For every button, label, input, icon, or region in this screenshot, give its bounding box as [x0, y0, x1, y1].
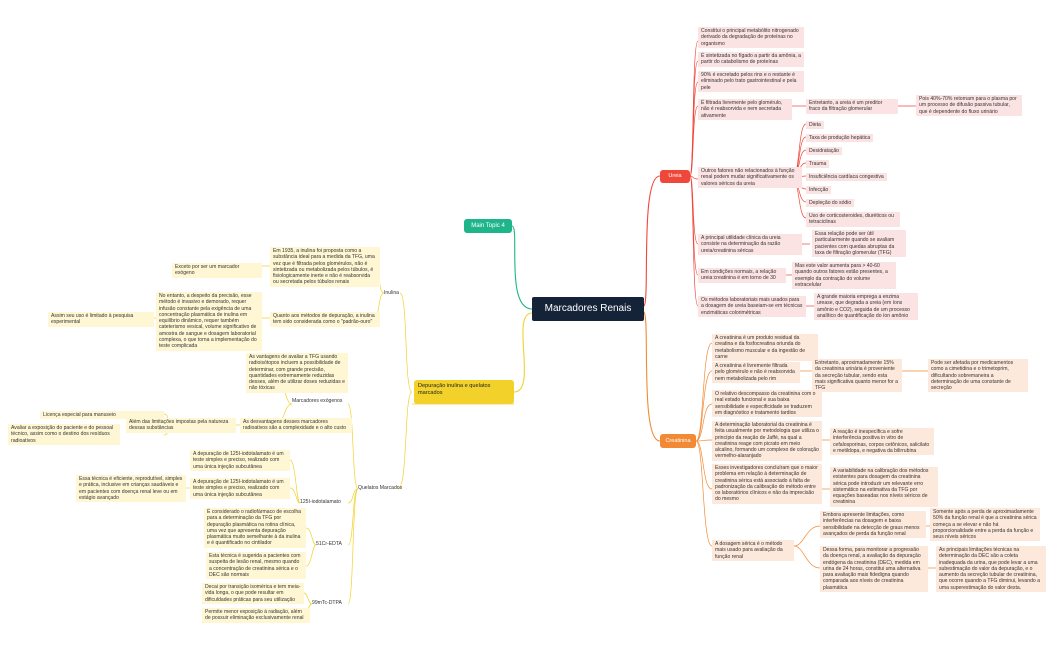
- ureia-item-excretado[interactable]: 90% é excretado pelos rins e o restante …: [698, 71, 804, 92]
- ureia-item-razao[interactable]: A principal utilidade clínica da ureia c…: [698, 234, 802, 255]
- ureia-item-outros-fatores[interactable]: Outros fatores não relacionados à função…: [698, 167, 802, 188]
- inulina-item-1935[interactable]: Em 1935, a inulina foi proposta como a s…: [270, 247, 380, 287]
- factor-icc[interactable]: Insuficiência cardíaca congestiva: [806, 173, 887, 182]
- inulina-item-exogeno[interactable]: Exceto por ser um marcador exógeno: [172, 263, 262, 278]
- creat-item-50pct[interactable]: Somente após a perda de aproximadamente …: [930, 508, 1040, 542]
- inulina-item-pesquisa[interactable]: Assim seu uso é limitado à pesquisa expe…: [48, 312, 154, 327]
- ureia-item-aumenta[interactable]: Mas este valor aumenta para > 40-60 quan…: [792, 262, 896, 290]
- inulina-item-padrao-ouro[interactable]: Quanto aos métodos de depuração, a inuli…: [270, 312, 380, 327]
- factor-desidratacao[interactable]: Desidratação: [806, 147, 843, 156]
- creat-item-padronizacao[interactable]: Esses investigadores concluíram que o ma…: [712, 464, 822, 504]
- quelatos-label[interactable]: Quelatos Marcados: [358, 485, 403, 491]
- iodotalamato-label[interactable]: 125I-iodotalamato: [300, 499, 341, 505]
- creat-item-dosagem-serica[interactable]: A dosagem sérica é o método mais usado p…: [712, 540, 794, 561]
- ureia-item-preditor[interactable]: Entretanto, a ureia é um preditor fraco …: [806, 99, 898, 114]
- ureia-item-urease[interactable]: A grande maioria emprega a enzima urease…: [814, 293, 918, 321]
- factor-taxa-producao[interactable]: Taxa de produção hepática: [806, 134, 874, 143]
- ureia-item-metabolito[interactable]: Constitui o principal metabólito nitroge…: [698, 27, 804, 48]
- ureia-topic[interactable]: Ureia: [660, 170, 690, 183]
- factor-trauma[interactable]: Trauma: [806, 160, 830, 169]
- quelatos-item-licenca[interactable]: Licença especial para manuseio: [40, 411, 164, 420]
- edta-label[interactable]: 51Cr-EDTA: [316, 541, 342, 547]
- quelatos-item-limitacoes[interactable]: Além das limitações impostas pela nature…: [126, 418, 236, 433]
- main-topic-4[interactable]: Main Topic 4: [464, 219, 512, 233]
- creat-item-descompasso[interactable]: O relativo descompasso da creatinina com…: [712, 390, 822, 418]
- quelatos-item-desvantagens[interactable]: As desvantagens desses marcadores radioa…: [240, 418, 352, 433]
- factor-infeccao[interactable]: Infecção: [806, 186, 832, 195]
- edta-item-radiofarmaco[interactable]: É considerado o radiofármaco de escolha …: [204, 508, 306, 548]
- inulina-label[interactable]: Inulina: [384, 290, 400, 296]
- iodotalamato-item-eficiente[interactable]: Essa técnica é eficiente, reprodutível, …: [76, 475, 186, 503]
- creat-item-limitacoes-dec[interactable]: As principais limitações técnicas na det…: [936, 546, 1046, 593]
- iodotalamato-item-1[interactable]: A depuração de 125I-iodotalamato é um te…: [190, 450, 290, 471]
- depuracao-topic[interactable]: Depuração inulina e quelatos marcados: [414, 380, 514, 404]
- ureia-item-relacao-30[interactable]: Em condições normais, a relação ureia:cr…: [698, 268, 786, 283]
- root-topic[interactable]: Marcadores Renais: [532, 297, 644, 321]
- creat-item-dec[interactable]: Dessa forma, para monitorar a progressão…: [820, 546, 928, 593]
- ureia-item-difusao[interactable]: Pois 40%-70% retornam para o plasma por …: [916, 95, 1022, 116]
- dtpa-label[interactable]: 99mTc-DTPA: [312, 600, 342, 606]
- creat-item-produto[interactable]: A creatinina é um produto residual da cr…: [712, 334, 818, 362]
- creat-item-filtrada[interactable]: A creatinina é livremente filtrada pelo …: [712, 362, 800, 383]
- factor-depleccao-sodio[interactable]: Depleção do sódio: [806, 199, 855, 208]
- ureia-item-filtrada[interactable]: É filtrada livremente pelo glomérulo, nã…: [698, 99, 792, 120]
- edta-item-sugerida[interactable]: Esta técnica é sugerida a pacientes com …: [206, 552, 306, 580]
- inulina-item-invasivo[interactable]: No entanto, a despeito da precisão, esse…: [156, 292, 262, 351]
- ureia-item-sintetizada[interactable]: É sintetizada no fígado a partir da amôn…: [698, 52, 804, 67]
- quelatos-item-exposicao[interactable]: Avaliar a exposição do paciente e do pes…: [8, 424, 120, 445]
- ureia-item-quedas[interactable]: Essa relação pode ser útil particularmen…: [812, 230, 906, 258]
- creat-item-medicamentos[interactable]: Pode ser afetada por medicamentos como a…: [928, 359, 1028, 393]
- creat-item-secrecao[interactable]: Entretanto, aproximadamente 15% da creat…: [812, 359, 902, 393]
- creat-item-limitacoes[interactable]: Embora apresente limitações, como interf…: [820, 511, 926, 539]
- iodotalamato-item-2[interactable]: A depuração de 125I-iodotalamato é um te…: [190, 478, 290, 499]
- creat-item-jaffe[interactable]: A determinação laboratorial da creatinin…: [712, 421, 822, 461]
- dtpa-item-decai[interactable]: Decai por transição isomérica e tem meia…: [202, 583, 304, 604]
- creatinina-topic[interactable]: Creatinina: [660, 434, 696, 448]
- dtpa-item-radiacao[interactable]: Permite menor exposição à radiação, além…: [202, 608, 310, 623]
- factor-dieta[interactable]: Dieta: [806, 121, 824, 130]
- quelatos-item-vantagens[interactable]: As vantagens de avaliar a TFG usando rad…: [246, 353, 348, 393]
- marcadores-exogenos-label[interactable]: Marcadores exógenos: [292, 398, 343, 404]
- factor-corticosteroides[interactable]: Uso de corticosteroides, diuréticos ou t…: [806, 212, 900, 227]
- ureia-item-metodos[interactable]: Os métodos laboratoriais mais usados par…: [698, 296, 806, 317]
- creat-item-interferencia[interactable]: A reação é inespecífica e sofre interfer…: [830, 428, 934, 456]
- creat-item-calibracao[interactable]: A variabilidade na calibração dos método…: [830, 467, 938, 507]
